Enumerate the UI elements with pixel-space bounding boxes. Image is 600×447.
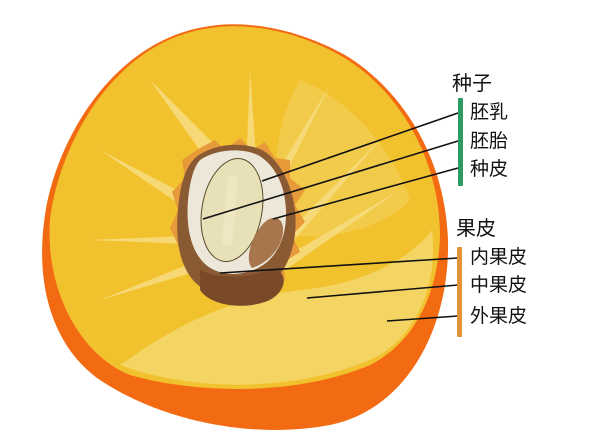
seed-coat-flap: [248, 217, 284, 268]
seed-group-bar: [458, 98, 463, 186]
label-embryo: 胚胎: [470, 130, 509, 152]
mesocarp-inner: [120, 230, 434, 385]
pericarp-group-bar: [457, 247, 462, 337]
endocarp-lower: [200, 268, 284, 306]
label-endocarp: 内果皮: [470, 246, 528, 268]
leader-line-endosperm: [261, 112, 459, 182]
label-exocarp: 外果皮: [470, 305, 528, 327]
leader-lines: [202, 112, 459, 322]
leader-line-mesocarp: [306, 284, 459, 299]
label-endosperm: 胚乳: [470, 101, 509, 123]
leader-line-endocarp: [219, 257, 459, 274]
leader-line-seed-coat: [272, 167, 459, 220]
label-seed-coat: 种皮: [470, 158, 509, 180]
seed-group-title: 种子: [452, 71, 492, 95]
pericarp-group-title: 果皮: [456, 216, 496, 240]
leader-line-exocarp: [386, 315, 459, 322]
label-mesocarp: 中果皮: [470, 274, 528, 296]
leader-line-embryo: [202, 140, 459, 220]
